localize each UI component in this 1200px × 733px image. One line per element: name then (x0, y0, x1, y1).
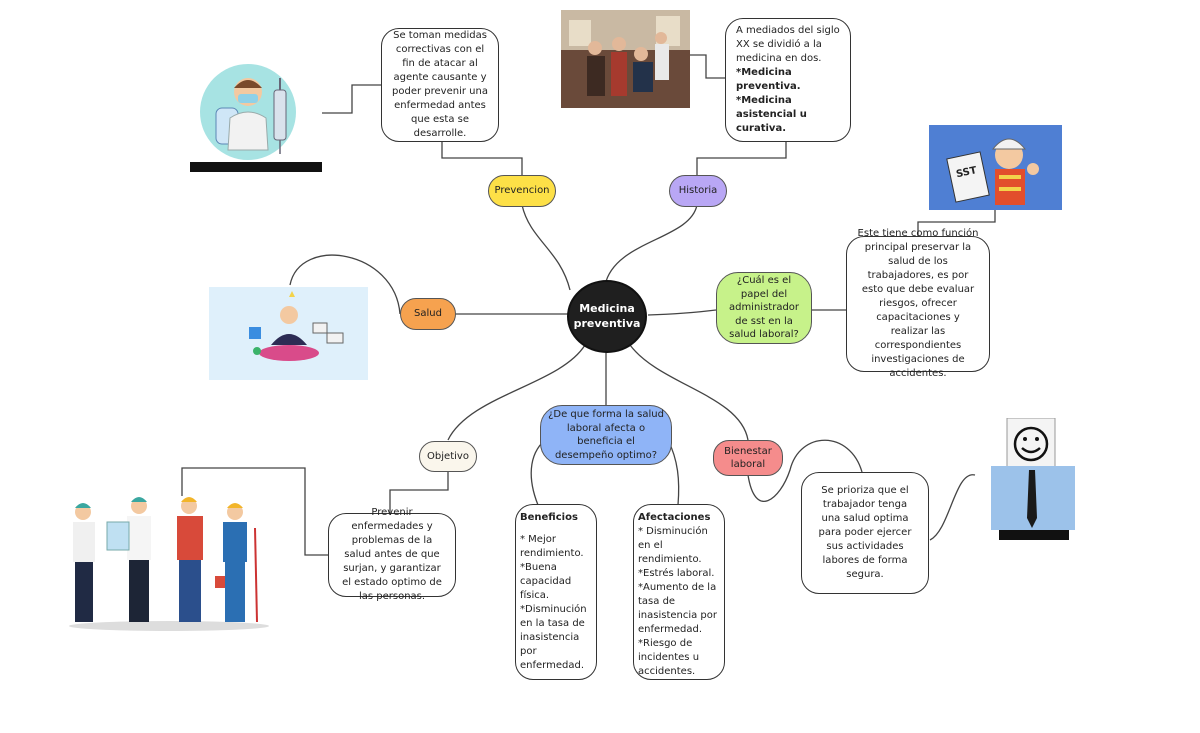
note-objetivo[interactable]: Prevenir enfermedades y problemas de la … (328, 507, 456, 602)
branch-prevencion[interactable]: Prevencion (488, 175, 556, 207)
branch-bienestar-label: Bienestar laboral (724, 445, 772, 471)
branch-salud[interactable]: Salud (400, 298, 456, 330)
link-papel-image (917, 208, 996, 236)
branch-historia-label: Historia (678, 185, 718, 197)
sst-badge-text: SST (955, 165, 978, 180)
note-bienestar[interactable]: Se prioriza que el trabajador tenga una … (801, 472, 929, 594)
note-afectaciones-item-4: *Riesgo de incidentes u accidentes. (638, 638, 700, 677)
link-objetivo (447, 344, 586, 441)
link-papel (647, 309, 717, 316)
note-beneficios-item-1: * Mejor rendimiento. (520, 534, 584, 559)
link-bienestar (629, 344, 749, 441)
note-prevencion-text: Se toman medidas correctivas con el fin … (392, 30, 488, 139)
note-prevencion[interactable]: Se toman medidas correctivas con el fin … (381, 28, 499, 142)
note-historia[interactable]: A mediados del siglo XX se dividió a la … (725, 18, 851, 142)
link-salud-image (289, 254, 401, 315)
note-afectaciones-item-1: * Disminución en el rendimiento. (638, 526, 708, 565)
branch-salud-label: Salud (414, 308, 442, 320)
branch-forma-label: ¿De que forma la salud laboral afecta o … (548, 409, 664, 461)
link-objetivo-note (389, 472, 449, 513)
branch-forma-salud-laboral[interactable]: ¿De que forma la salud laboral afecta o … (540, 405, 672, 465)
note-historia-item-2: *Medicina asistencial u curativa. (736, 95, 807, 134)
central-topic-node[interactable]: Medicina preventiva (567, 280, 647, 353)
central-topic-label: Medicina preventiva (573, 301, 641, 330)
note-bienestar-text: Se prioriza que el trabajador tenga una … (818, 485, 912, 580)
link-historia (604, 204, 698, 286)
link-bienestar-note (747, 439, 863, 502)
branch-bienestar-laboral[interactable]: Bienestar laboral (713, 440, 783, 476)
note-historia-item-1: *Medicina preventiva. (736, 67, 801, 92)
link-historia-note (696, 142, 787, 176)
branch-historia[interactable]: Historia (669, 175, 727, 207)
note-papel-administrador[interactable]: Este tiene como función principal preser… (846, 228, 990, 379)
note-beneficios-title: Beneficios (520, 512, 578, 523)
sst-worker-illustration: SST (929, 125, 1062, 210)
note-beneficios[interactable]: Beneficios * Mejor rendimiento. *Buena c… (515, 504, 597, 680)
doctor-vaccine-illustration (190, 64, 322, 172)
link-objetivo-image (181, 467, 328, 556)
note-papel-text: Este tiene como función principal preser… (857, 228, 979, 379)
note-beneficios-item-2: *Buena capacidad física. (520, 562, 572, 601)
health-meditation-illustration (209, 287, 368, 380)
branch-objetivo-label: Objetivo (427, 450, 469, 462)
note-afectaciones[interactable]: Afectaciones * Disminución en el rendimi… (633, 504, 725, 680)
historic-medicine-photo (561, 10, 690, 108)
link-prevencion (521, 204, 571, 291)
note-afectaciones-title: Afectaciones (638, 512, 711, 523)
note-beneficios-item-3: *Disminución en la tasa de inasistencia … (520, 604, 587, 671)
link-bienestar-image (929, 474, 976, 541)
branch-objetivo[interactable]: Objetivo (419, 441, 477, 472)
branch-prevencion-label: Prevencion (494, 185, 550, 197)
branch-papel-label: ¿Cuál es el papel del administrador de s… (728, 275, 800, 341)
link-prevencion-note (441, 142, 523, 176)
note-afectaciones-item-2: *Estrés laboral. (638, 568, 715, 579)
link-prevencion-image (322, 84, 381, 114)
workers-group-illustration (69, 497, 269, 631)
branch-papel-administrador[interactable]: ¿Cuál es el papel del administrador de s… (716, 272, 812, 344)
smiley-sign-person-illustration (991, 418, 1075, 540)
note-objetivo-text: Prevenir enfermedades y problemas de la … (342, 507, 442, 602)
note-afectaciones-item-3: *Aumento de la tasa de inasistencia por … (638, 582, 718, 635)
link-historia-image (690, 54, 728, 79)
note-historia-intro: A mediados del siglo XX se dividió a la … (736, 25, 840, 64)
